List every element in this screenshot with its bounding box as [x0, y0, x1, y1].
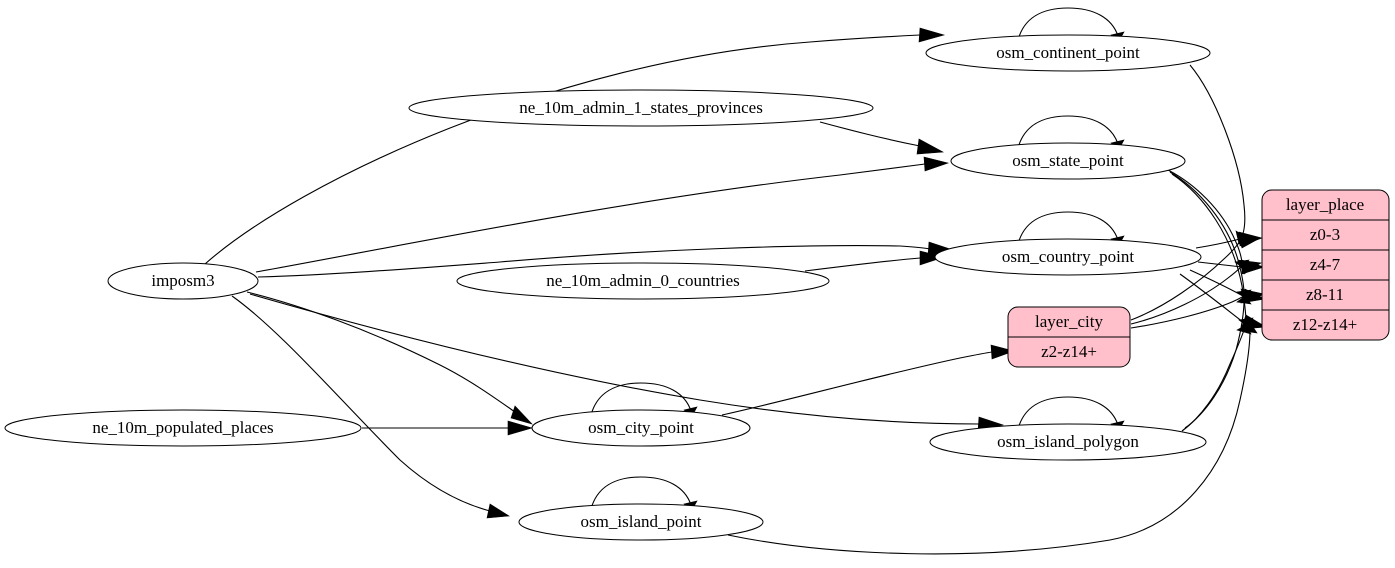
node-ne_10m_populated_places-label: ne_10m_populated_places [92, 418, 273, 437]
node-ne_10m_admin_1_states_provinces[interactable]: ne_10m_admin_1_states_provinces [408, 89, 874, 127]
node-osm_island_point-label: osm_island_point [581, 512, 702, 531]
edge-ne_10m_admin_0_countries-osm_country_point[interactable] [804, 250, 946, 272]
edge-osm_island_polygon-layer_place-z8-11[interactable] [1184, 295, 1252, 429]
edge-imposm3-osm_city_point[interactable] [246, 291, 533, 425]
node-layer: imposm3 ne_10m_populated_places ne_10m_a… [4, 34, 1211, 541]
node-ne_10m_admin_0_countries-label: ne_10m_admin_0_countries [546, 271, 740, 290]
node-osm_island_polygon-label: osm_island_polygon [997, 432, 1139, 451]
edge-imposm3-osm_state_point[interactable] [255, 156, 950, 273]
record-layer: layer_city z2-z14+ layer_place z0-3 z4-7… [1007, 189, 1390, 368]
record-layer_place-header: layer_place [1286, 195, 1364, 214]
node-osm_state_point[interactable]: osm_state_point [950, 142, 1186, 180]
record-layer_city-row-z2-z14[interactable]: z2-z14+ [1041, 342, 1097, 361]
node-imposm3[interactable]: imposm3 [107, 262, 259, 300]
node-osm_continent_point-label: osm_continent_point [996, 43, 1140, 62]
edge-layer_city-layer_place-z0-3[interactable] [1130, 233, 1261, 321]
node-osm_country_point[interactable]: osm_country_point [934, 238, 1202, 276]
record-node-layer_city[interactable]: layer_city z2-z14+ [1007, 306, 1131, 368]
node-osm_city_point-label: osm_city_point [588, 418, 694, 437]
record-layer_place-row-z0-3[interactable]: z0-3 [1310, 225, 1340, 244]
node-imposm3-label: imposm3 [151, 271, 214, 290]
edge-imposm3-osm_island_point[interactable] [231, 295, 510, 519]
record-node-layer_place[interactable]: layer_place z0-3 z4-7 z8-11 z12-z14+ [1261, 189, 1390, 341]
edge-osm_island_polygon-layer_place-z12-z14[interactable] [1181, 324, 1252, 432]
node-osm_state_point-label: osm_state_point [1012, 151, 1124, 170]
record-layer_city-header: layer_city [1035, 312, 1103, 331]
record-layer_place-row-z4-7[interactable]: z4-7 [1310, 255, 1341, 274]
node-osm_continent_point[interactable]: osm_continent_point [925, 34, 1211, 72]
node-osm_island_polygon[interactable]: osm_island_polygon [929, 423, 1207, 461]
node-ne_10m_admin_0_countries[interactable]: ne_10m_admin_0_countries [456, 262, 830, 300]
edge-layer_city-layer_place-z4-7[interactable] [1130, 259, 1262, 325]
record-layer_place-row-z8-11[interactable]: z8-11 [1306, 285, 1344, 304]
edge-ne_10m_admin_1_states_provinces-osm_state_point[interactable] [819, 121, 945, 155]
edge-osm_island_point-layer_place-z12-z14[interactable] [727, 323, 1258, 555]
record-layer_place-row-z12-z14[interactable]: z12-z14+ [1293, 315, 1357, 334]
node-osm_island_point[interactable]: osm_island_point [518, 503, 764, 541]
edge-layer [204, 7, 1267, 555]
node-ne_10m_populated_places[interactable]: ne_10m_populated_places [4, 409, 362, 447]
node-ne_10m_admin_1_states_provinces-label: ne_10m_admin_1_states_provinces [519, 98, 763, 117]
edge-ne_10m_populated_places-osm_city_point[interactable] [362, 420, 534, 436]
edge-osm_city_point-layer_city-z2-z14[interactable] [721, 344, 1016, 416]
node-osm_country_point-label: osm_country_point [1002, 247, 1134, 266]
node-osm_city_point[interactable]: osm_city_point [531, 409, 751, 447]
edge-imposm3-osm_continent_point[interactable] [204, 27, 946, 265]
